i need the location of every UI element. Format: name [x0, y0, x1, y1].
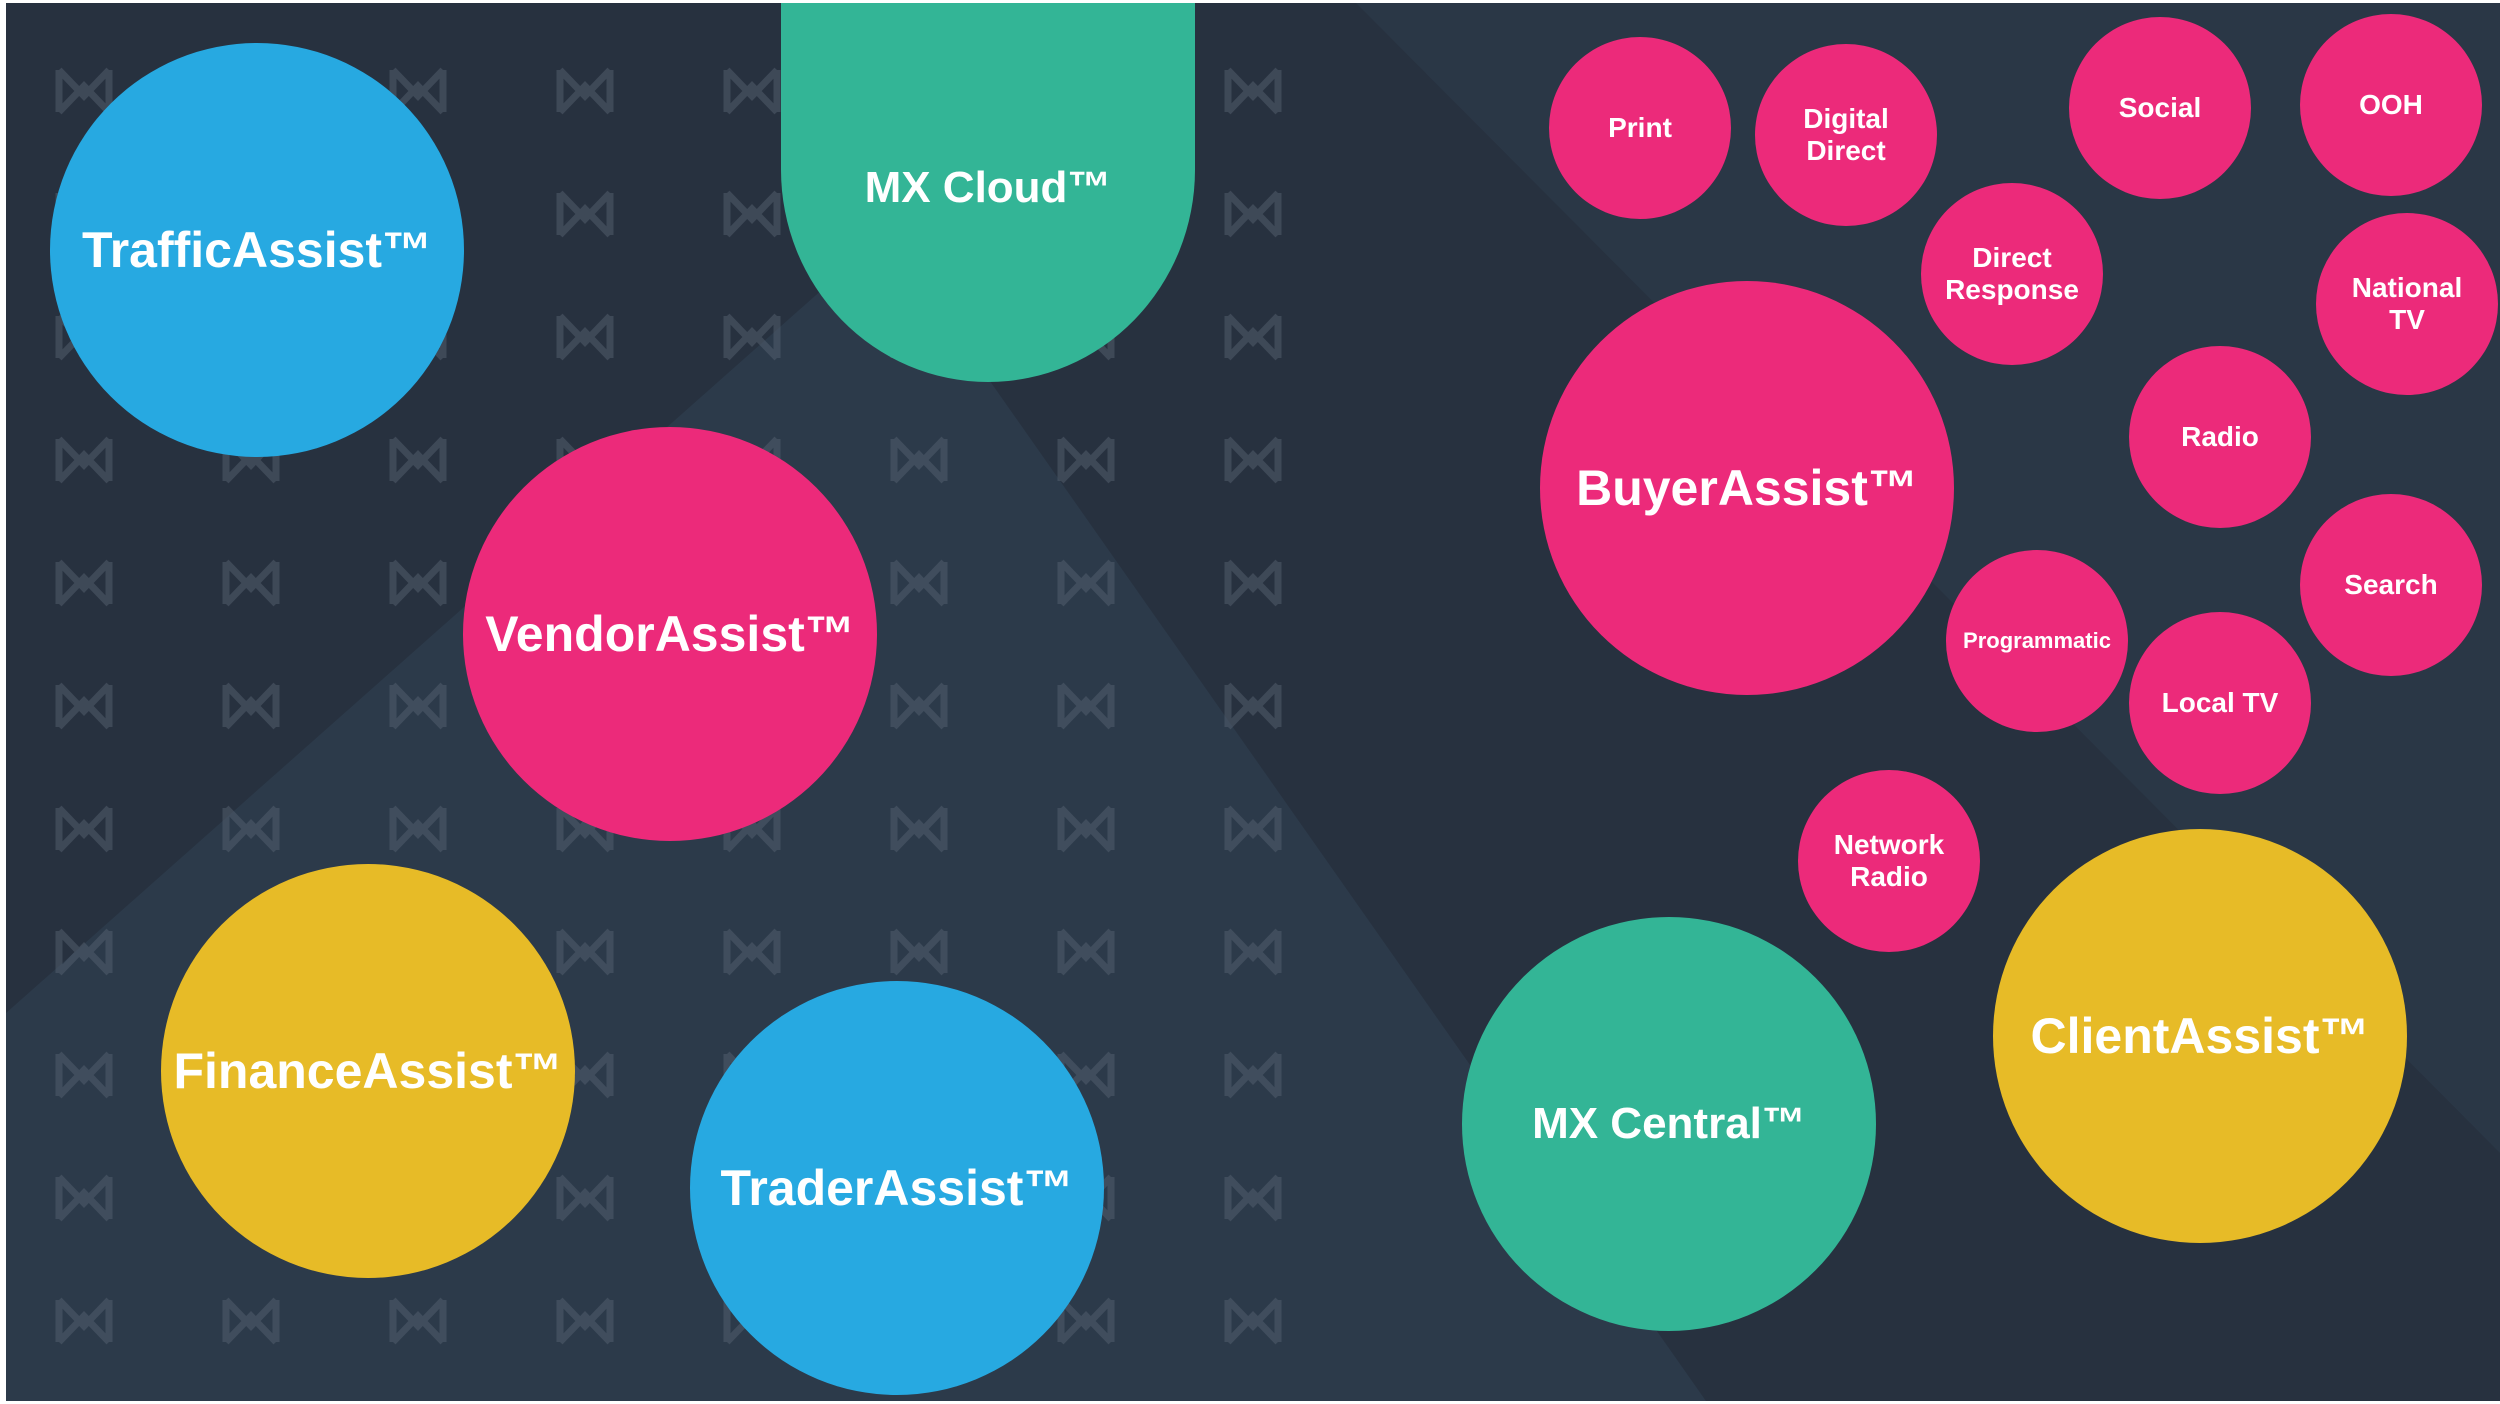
mx-logo-icon — [554, 927, 616, 977]
mx-logo-icon — [387, 804, 449, 854]
bubble-label: Programmatic — [1963, 628, 2111, 653]
bubble-buyerassist[interactable]: BuyerAssist™ — [1540, 281, 1954, 695]
mx-logo-icon — [1222, 1296, 1284, 1346]
mx-logo-icon — [387, 435, 449, 485]
bubble-digital-direct[interactable]: Digital Direct — [1755, 44, 1937, 226]
bubble-label: MX Central™ — [1532, 1099, 1806, 1148]
mx-logo-icon — [1222, 804, 1284, 854]
bubble-label: BuyerAssist™ — [1576, 460, 1918, 516]
mx-logo-icon — [53, 927, 115, 977]
mx-logo-icon — [1222, 558, 1284, 608]
mx-logo-icon — [1222, 1050, 1284, 1100]
bubble-traderassist[interactable]: TraderAssist™ — [690, 981, 1104, 1395]
bubble-label: Radio — [2181, 421, 2259, 452]
mx-logo-icon — [888, 804, 950, 854]
bubble-vendorassist[interactable]: VendorAssist™ — [463, 427, 877, 841]
mx-logo-icon — [721, 66, 783, 116]
bubble-label: Print — [1608, 112, 1672, 143]
bubble-label: Local TV — [2161, 687, 2279, 718]
bubble-social[interactable]: Social — [2069, 17, 2251, 199]
mx-logo-icon — [1055, 1296, 1117, 1346]
mx-logo-icon — [1055, 927, 1117, 977]
mx-logo-icon — [888, 435, 950, 485]
bubble-national-tv[interactable]: National TV — [2316, 213, 2498, 395]
mx-logo-icon — [387, 1296, 449, 1346]
bubble-direct-response[interactable]: Direct Response — [1921, 183, 2103, 365]
bubble-mx-central[interactable]: MX Central™ — [1462, 917, 1876, 1331]
bubble-label: Digital Direct — [1803, 103, 1889, 166]
mx-logo-icon — [888, 681, 950, 731]
mx-logo-icon — [53, 435, 115, 485]
mx-logo-icon — [1222, 435, 1284, 485]
mx-logo-icon — [387, 681, 449, 731]
bubble-clientassist[interactable]: ClientAssist™ — [1993, 829, 2407, 1243]
bubble-label: FinanceAssist™ — [173, 1043, 563, 1099]
bubble-label: TraderAssist™ — [720, 1160, 1074, 1216]
mx-logo-icon — [53, 681, 115, 731]
bubble-diagram-canvas: TrafficAssist™ MX Cloud™ VendorAssist™ F… — [6, 3, 2500, 1401]
mx-logo-icon — [53, 558, 115, 608]
bubble-local-tv[interactable]: Local TV — [2129, 612, 2311, 794]
mx-logo-icon — [1222, 189, 1284, 239]
mx-logo-icon — [1055, 681, 1117, 731]
bubble-ooh[interactable]: OOH — [2300, 14, 2482, 196]
mx-logo-icon — [721, 927, 783, 977]
mx-logo-icon — [554, 1296, 616, 1346]
mx-logo-icon — [220, 681, 282, 731]
bubble-financeassist[interactable]: FinanceAssist™ — [161, 864, 575, 1278]
bubble-label: Social — [2118, 92, 2202, 123]
mx-logo-icon — [1222, 312, 1284, 362]
bubble-label: TrafficAssist™ — [81, 222, 433, 278]
mx-logo-icon — [53, 1050, 115, 1100]
bubble-label: National TV — [2351, 272, 2463, 335]
mx-logo-icon — [53, 1296, 115, 1346]
mx-logo-icon — [888, 558, 950, 608]
mx-logo-icon — [721, 189, 783, 239]
bubble-trafficassist[interactable]: TrafficAssist™ — [50, 43, 464, 457]
bubble-radio[interactable]: Radio — [2129, 346, 2311, 528]
bubble-label: VendorAssist™ — [485, 606, 855, 662]
mx-logo-icon — [554, 1173, 616, 1223]
mx-logo-icon — [220, 558, 282, 608]
mx-logo-icon — [53, 804, 115, 854]
mx-logo-icon — [53, 1173, 115, 1223]
bubble-label: OOH — [2359, 89, 2423, 120]
mx-logo-icon — [387, 558, 449, 608]
bubble-label: Search — [2344, 569, 2438, 600]
mx-logo-icon — [721, 312, 783, 362]
mx-logo-icon — [1222, 66, 1284, 116]
mx-logo-icon — [554, 312, 616, 362]
mx-logo-icon — [554, 66, 616, 116]
mx-logo-icon — [1055, 558, 1117, 608]
bubble-search[interactable]: Search — [2300, 494, 2482, 676]
bubble-network-radio[interactable]: Network Radio — [1798, 770, 1980, 952]
bubble-print[interactable]: Print — [1549, 37, 1731, 219]
bubble-label: MX Cloud™ — [864, 162, 1112, 212]
bubble-programmatic[interactable]: Programmatic — [1946, 550, 2128, 732]
bubble-label: Network Radio — [1833, 829, 1945, 892]
mx-logo-icon — [53, 66, 115, 116]
mx-logo-icon — [220, 435, 282, 485]
mx-logo-icon — [387, 66, 449, 116]
mx-logo-icon — [554, 189, 616, 239]
mx-logo-icon — [1055, 804, 1117, 854]
mx-logo-icon — [888, 927, 950, 977]
mx-logo-icon — [1222, 927, 1284, 977]
bubble-label: Direct Response — [1945, 242, 2079, 305]
mx-logo-icon — [1055, 435, 1117, 485]
mx-logo-icon — [220, 1296, 282, 1346]
mx-logo-icon — [1222, 1173, 1284, 1223]
mx-logo-icon — [1222, 681, 1284, 731]
mx-logo-icon — [220, 804, 282, 854]
bubble-label: ClientAssist™ — [2030, 1008, 2370, 1064]
bubble-mx-cloud[interactable]: MX Cloud™ — [781, 3, 1195, 382]
